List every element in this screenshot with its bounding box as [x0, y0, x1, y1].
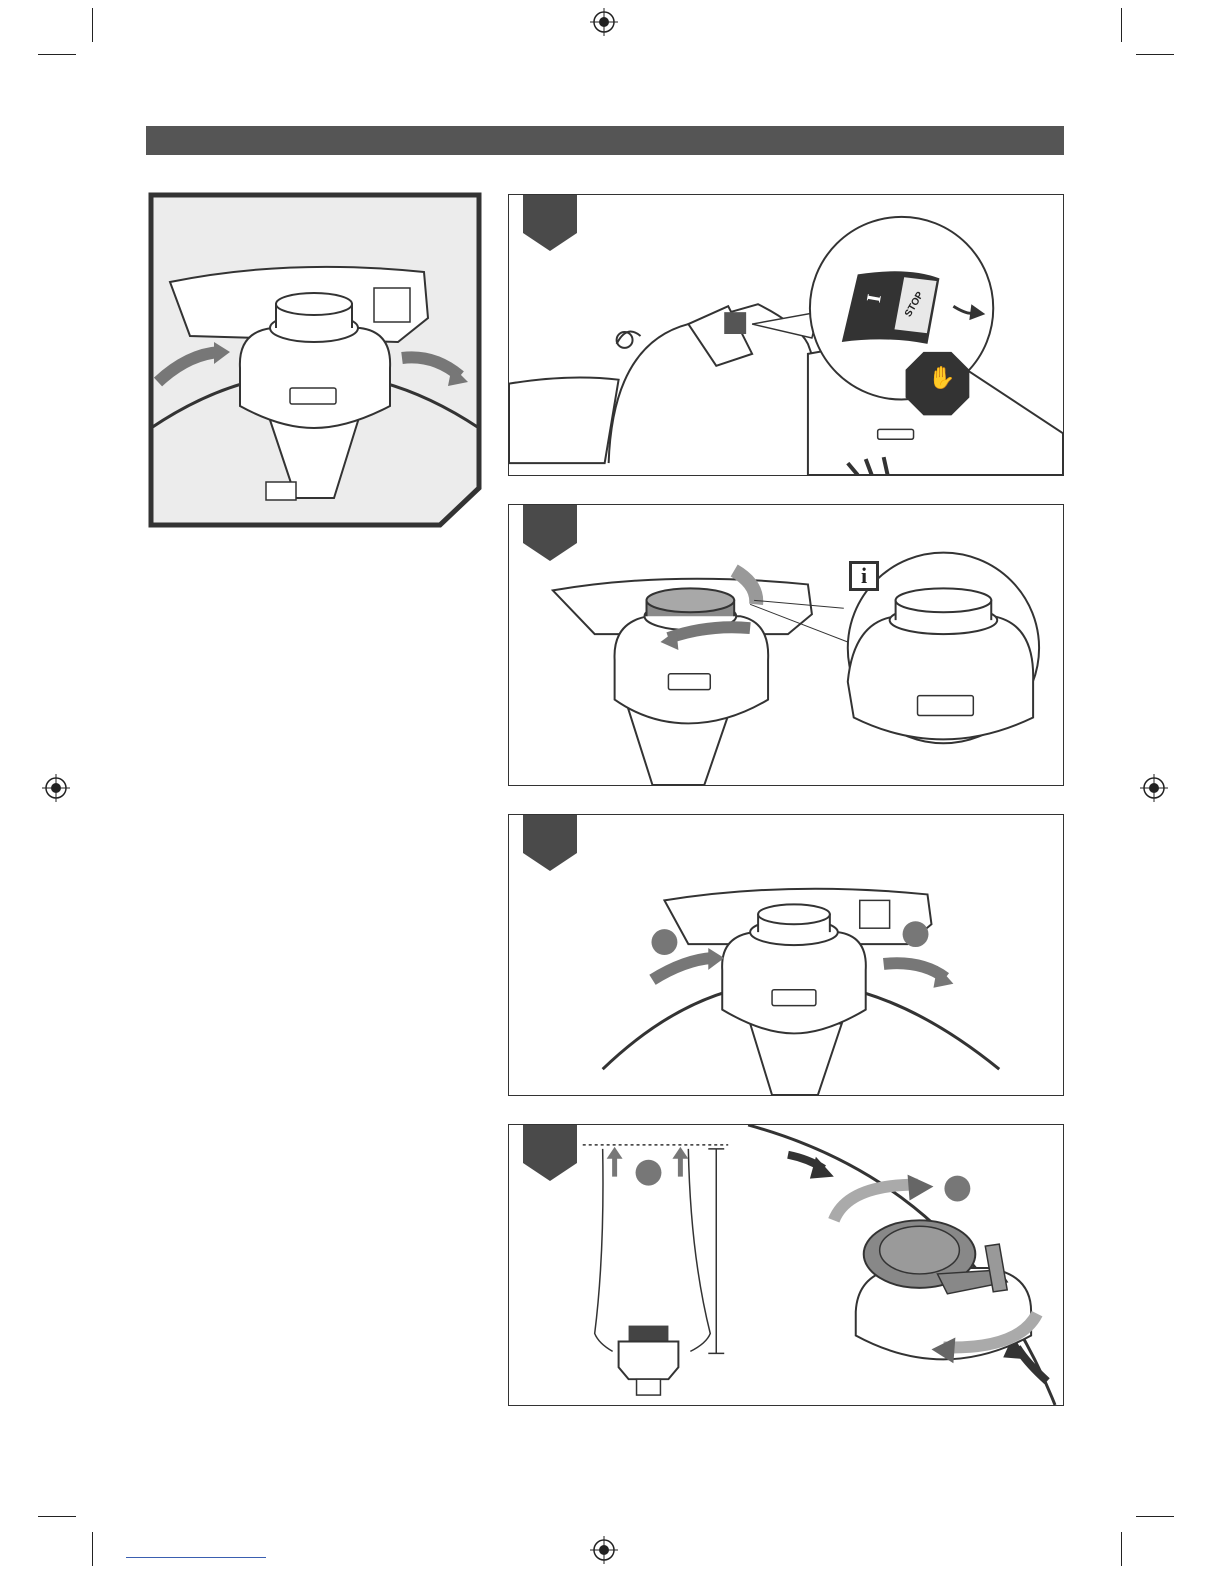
registration-mark-icon: [1140, 774, 1168, 802]
step-2-panel: i: [508, 504, 1064, 786]
registration-mark-icon: [590, 8, 618, 36]
registration-mark-icon: [590, 1536, 618, 1564]
crop-mark: [1136, 54, 1174, 55]
crop-mark: [92, 8, 93, 42]
crop-mark: [38, 1516, 76, 1517]
section-header-bar: [146, 126, 1064, 155]
crop-mark: [38, 54, 76, 55]
footer-link-underline: [126, 1557, 266, 1558]
crop-mark: [1121, 8, 1122, 42]
crop-mark: [1136, 1516, 1174, 1517]
overview-illustration: [148, 192, 482, 528]
step-3-panel: [508, 814, 1064, 1096]
step-4-panel: [508, 1124, 1064, 1406]
registration-mark-icon: [42, 774, 70, 802]
info-icon: i: [849, 561, 879, 591]
step-1-panel: I STOP ✋: [508, 194, 1064, 476]
crop-mark: [92, 1532, 93, 1566]
crop-mark: [1121, 1532, 1122, 1566]
stop-hand-icon: ✋: [928, 365, 955, 391]
